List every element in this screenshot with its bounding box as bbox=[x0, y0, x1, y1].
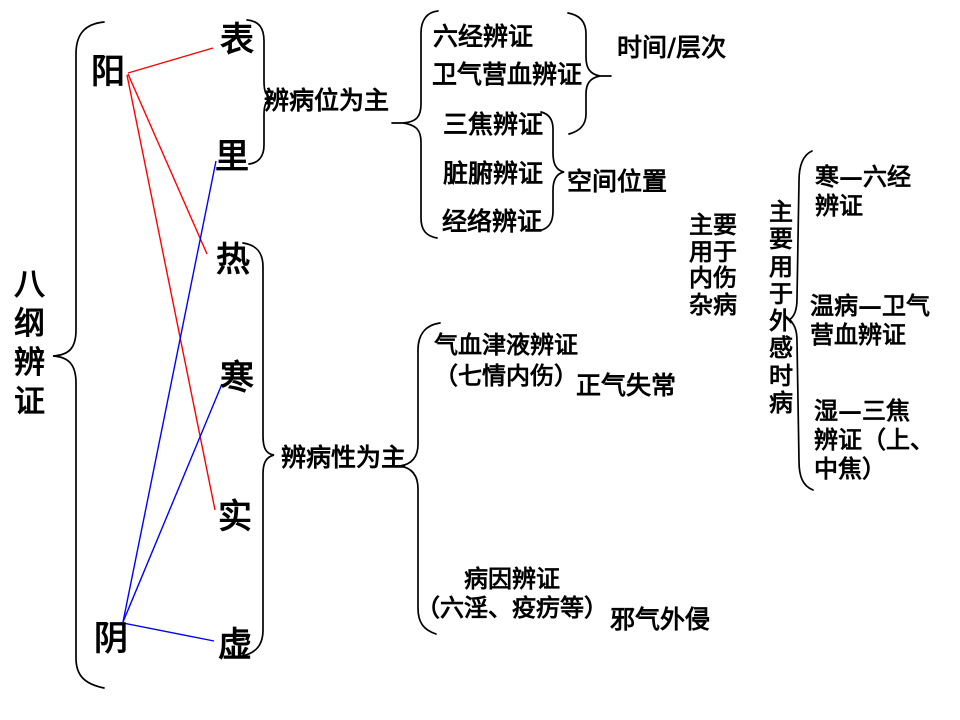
brace-position-group bbox=[391, 10, 439, 239]
principle-re: 热 bbox=[216, 240, 250, 280]
principle-yang: 阳 bbox=[91, 52, 125, 92]
principle-li: 里 bbox=[215, 137, 249, 177]
connection-yang-re bbox=[127, 73, 208, 255]
label-space-position: 空间位置 bbox=[567, 167, 668, 196]
connection-yin-xu bbox=[122, 622, 215, 642]
brace-external-group bbox=[787, 150, 814, 491]
brace-space-group bbox=[540, 111, 565, 231]
item-sanjiao: 三焦辨证 bbox=[443, 110, 544, 139]
external-item-shi-sanjiao: 湿—三焦 辨证（上、 中焦） bbox=[814, 396, 934, 483]
item-zangfu: 脏腑辨证 bbox=[443, 159, 544, 188]
item-jingluo: 经络辨证 bbox=[442, 207, 543, 236]
brace-time-group bbox=[567, 12, 612, 135]
principle-biao: 表 bbox=[220, 20, 254, 60]
block-qixuejinye: 气血津液辨证 （七情内伤） bbox=[434, 330, 578, 390]
block-bingyin: 病因辨证 （六淫、疫疠等） bbox=[416, 564, 608, 622]
connection-yin-li bbox=[122, 160, 217, 623]
principle-xu: 虚 bbox=[218, 625, 252, 665]
principle-yin: 阴 bbox=[94, 619, 128, 659]
connection-yin-han bbox=[122, 383, 223, 623]
usage-external: 主 要 用 于 外 感 时 病 bbox=[769, 197, 793, 418]
external-item-han-liujing: 寒—六经 辨证 bbox=[815, 162, 911, 220]
brace-nature-group bbox=[389, 322, 441, 635]
connection-yang-shi bbox=[126, 74, 216, 511]
item-liujing: 六经辨证 bbox=[433, 22, 534, 51]
label-bianbingxing: 辨病性为主 bbox=[281, 443, 407, 472]
connection-yang-biao bbox=[127, 47, 214, 74]
principle-han: 寒 bbox=[220, 358, 254, 398]
label-bianbingwei: 辨病位为主 bbox=[264, 86, 390, 115]
brace-biao-li bbox=[246, 19, 274, 165]
root-title: 八 纲 辨 证 bbox=[14, 267, 45, 420]
label-time-level: 时间/层次 bbox=[617, 33, 727, 62]
usage-internal: 主要 用于 内伤 杂病 bbox=[689, 210, 737, 319]
brace-re-han-shi-xu bbox=[241, 242, 275, 657]
principle-shi: 实 bbox=[218, 497, 252, 537]
item-weiqiyingxue: 卫气营血辨证 bbox=[432, 60, 583, 89]
note-xieqiwaiqin: 邪气外侵 bbox=[610, 605, 711, 634]
brace-main-left bbox=[52, 21, 105, 689]
note-zhengqishichang: 正气失常 bbox=[576, 371, 677, 400]
external-item-wenbing-weiqi: 温病—卫气 营血辨证 bbox=[810, 291, 930, 349]
